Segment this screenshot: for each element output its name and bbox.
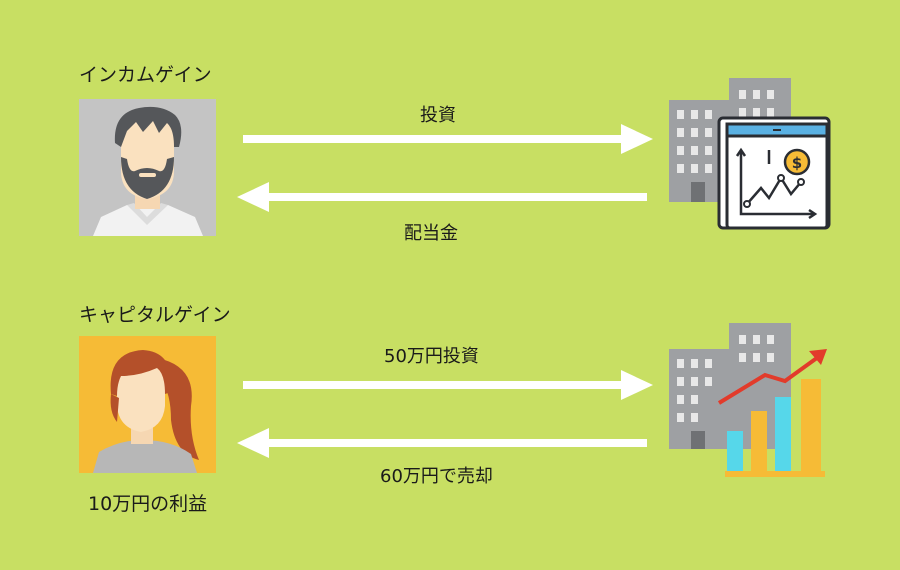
income-gain-title: インカムゲイン <box>79 64 212 86</box>
capital-gain-title: キャピタルゲイン <box>79 304 231 326</box>
profit-label: 10万円の利益 <box>88 493 208 515</box>
sell-600k-label: 60万円で売却 <box>380 466 493 487</box>
purchase-arrow-right <box>243 370 653 400</box>
sale-arrow-left <box>237 428 647 458</box>
bearded-man-icon <box>93 106 203 236</box>
svg-text:$: $ <box>792 154 802 172</box>
company-building-report-icon: $ <box>669 78 831 230</box>
invest-label: 投資 <box>420 105 456 126</box>
male-investor-avatar <box>79 99 216 236</box>
dividend-arrow-left <box>237 182 647 212</box>
invest-500k-label: 50万円投資 <box>384 346 479 367</box>
invest-arrow-right <box>243 124 653 154</box>
dividend-label: 配当金 <box>404 223 458 244</box>
company-building-growth-icon <box>669 323 827 477</box>
female-investor-avatar <box>79 336 216 473</box>
woman-ponytail-icon <box>93 350 199 473</box>
